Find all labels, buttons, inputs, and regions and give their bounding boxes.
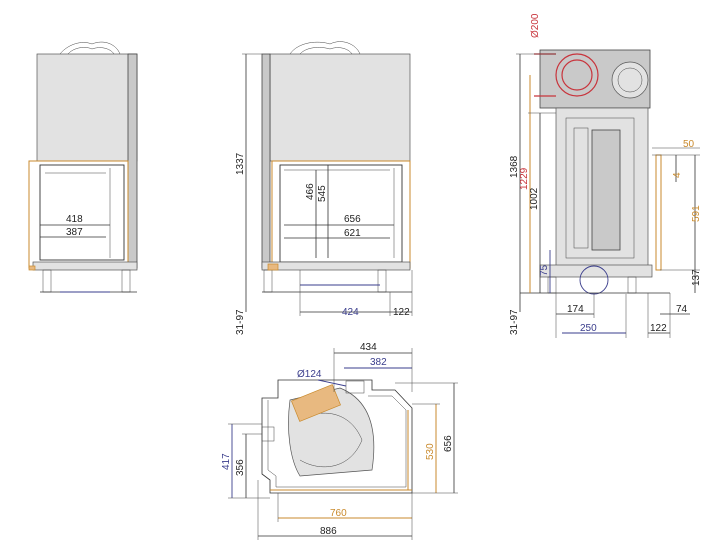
right-view: Ø200 1368 1229 1002 75 31-97 50 4 (509, 13, 702, 338)
front-glass (39, 164, 125, 261)
side-view: 466 545 656 621 1337 31-97 424 122 (235, 41, 413, 335)
top-dim-760: 760 (330, 508, 347, 519)
side-flue-top (289, 41, 361, 55)
right-dim-137: 137 (691, 269, 702, 286)
right-dim-74: 74 (676, 304, 688, 315)
top-dim-656: 656 (443, 435, 454, 452)
side-dim-31-97: 31-97 (235, 309, 246, 335)
front-body-upper (36, 53, 138, 162)
top-dim-417: 417 (221, 453, 232, 470)
right-dim-75: 75 (539, 264, 550, 276)
top-dim-886: 886 (320, 526, 337, 537)
side-dim-122: 122 (393, 307, 410, 318)
side-dim-424: 424 (342, 307, 359, 318)
right-dim-174: 174 (567, 304, 584, 315)
right-dim-1368: 1368 (509, 155, 520, 178)
right-flue-outlet (555, 53, 599, 97)
side-dim-656: 656 (344, 214, 361, 225)
side-dim-545: 545 (317, 185, 328, 202)
right-dim-591: 591 (691, 205, 702, 222)
side-body-upper (269, 53, 411, 162)
right-dim-d200: Ø200 (530, 13, 541, 38)
top-dim-434: 434 (360, 342, 377, 353)
right-dim-31-97: 31-97 (509, 309, 520, 335)
side-dim-621: 621 (344, 228, 361, 239)
front-dim-418: 418 (66, 214, 83, 225)
right-dim-250: 250 (580, 323, 597, 334)
top-dim-d124: Ø124 (297, 369, 322, 380)
right-dim-122: 122 (650, 323, 667, 334)
top-dim-530: 530 (425, 443, 436, 460)
side-dim-466: 466 (305, 183, 316, 200)
right-dim-1002: 1002 (529, 187, 540, 210)
right-dim-1229: 1229 (519, 167, 530, 190)
front-dim-387: 387 (66, 227, 83, 238)
side-glass (279, 164, 403, 263)
top-view: 434 382 Ø124 417 356 530 656 760 886 (221, 342, 458, 540)
top-dim-356: 356 (235, 459, 246, 476)
front-view: 418 387 (28, 41, 138, 293)
right-dim-50: 50 (683, 139, 695, 150)
right-dim-4: 4 (672, 172, 683, 178)
front-flue-top (59, 41, 121, 55)
front-side-panel (127, 53, 138, 269)
side-left-panel (261, 53, 271, 269)
side-dim-1337: 1337 (235, 152, 246, 175)
top-outline (261, 379, 413, 494)
top-dim-382: 382 (370, 357, 387, 368)
